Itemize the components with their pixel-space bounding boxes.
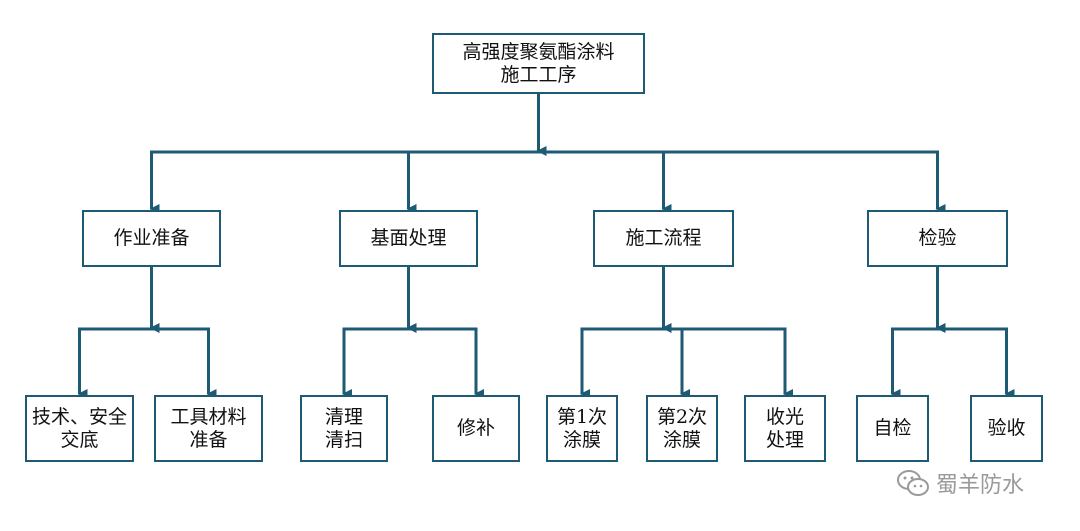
- category-label: 作业准备: [113, 227, 190, 249]
- category-node-prep: 作业准备: [82, 210, 221, 267]
- category-label: 基面处理: [370, 227, 447, 249]
- category-label: 检验: [918, 227, 957, 249]
- leaf-node: 自检: [856, 395, 929, 462]
- leaf-line: 自检: [873, 417, 912, 439]
- leaf-line: 处理: [765, 428, 804, 451]
- root-node: 高强度聚氨酯涂料 施工工序: [432, 33, 645, 94]
- category-node-base: 基面处理: [339, 210, 478, 267]
- leaf-line: 第2次: [656, 405, 708, 428]
- leaf-node: 第2次 涂膜: [646, 395, 718, 462]
- leaf-line: 准备: [189, 428, 228, 451]
- leaf-node: 验收: [970, 395, 1043, 462]
- leaf-node: 修补: [432, 395, 520, 462]
- leaf-line: 技术、安全: [31, 405, 127, 428]
- leaf-node: 收光 处理: [744, 395, 826, 462]
- watermark: 蜀羊防水: [896, 466, 1024, 500]
- leaf-line: 交底: [60, 428, 99, 451]
- category-node-inspection: 检验: [867, 210, 1008, 267]
- leaf-node: 工具材料 准备: [154, 395, 263, 462]
- leaf-line: 收光: [765, 405, 804, 428]
- leaf-line: 工具材料: [170, 405, 247, 428]
- wechat-icon: [897, 470, 929, 496]
- root-line-2: 施工工序: [500, 63, 577, 86]
- leaf-line: 涂膜: [662, 428, 701, 451]
- leaf-line: 清扫: [324, 428, 363, 451]
- leaf-line: 清理: [324, 405, 363, 428]
- leaf-line: 第1次: [556, 405, 608, 428]
- leaf-node: 技术、安全 交底: [25, 395, 134, 462]
- leaf-line: 验收: [987, 417, 1026, 439]
- leaf-line: 涂膜: [562, 428, 601, 451]
- category-node-process: 施工流程: [593, 210, 734, 267]
- root-line-1: 高强度聚氨酯涂料: [462, 40, 615, 63]
- watermark-text: 蜀羊防水: [936, 473, 1025, 498]
- leaf-node: 清理 清扫: [300, 395, 388, 462]
- leaf-node: 第1次 涂膜: [546, 395, 618, 462]
- leaf-line: 修补: [456, 417, 495, 439]
- category-label: 施工流程: [625, 227, 702, 249]
